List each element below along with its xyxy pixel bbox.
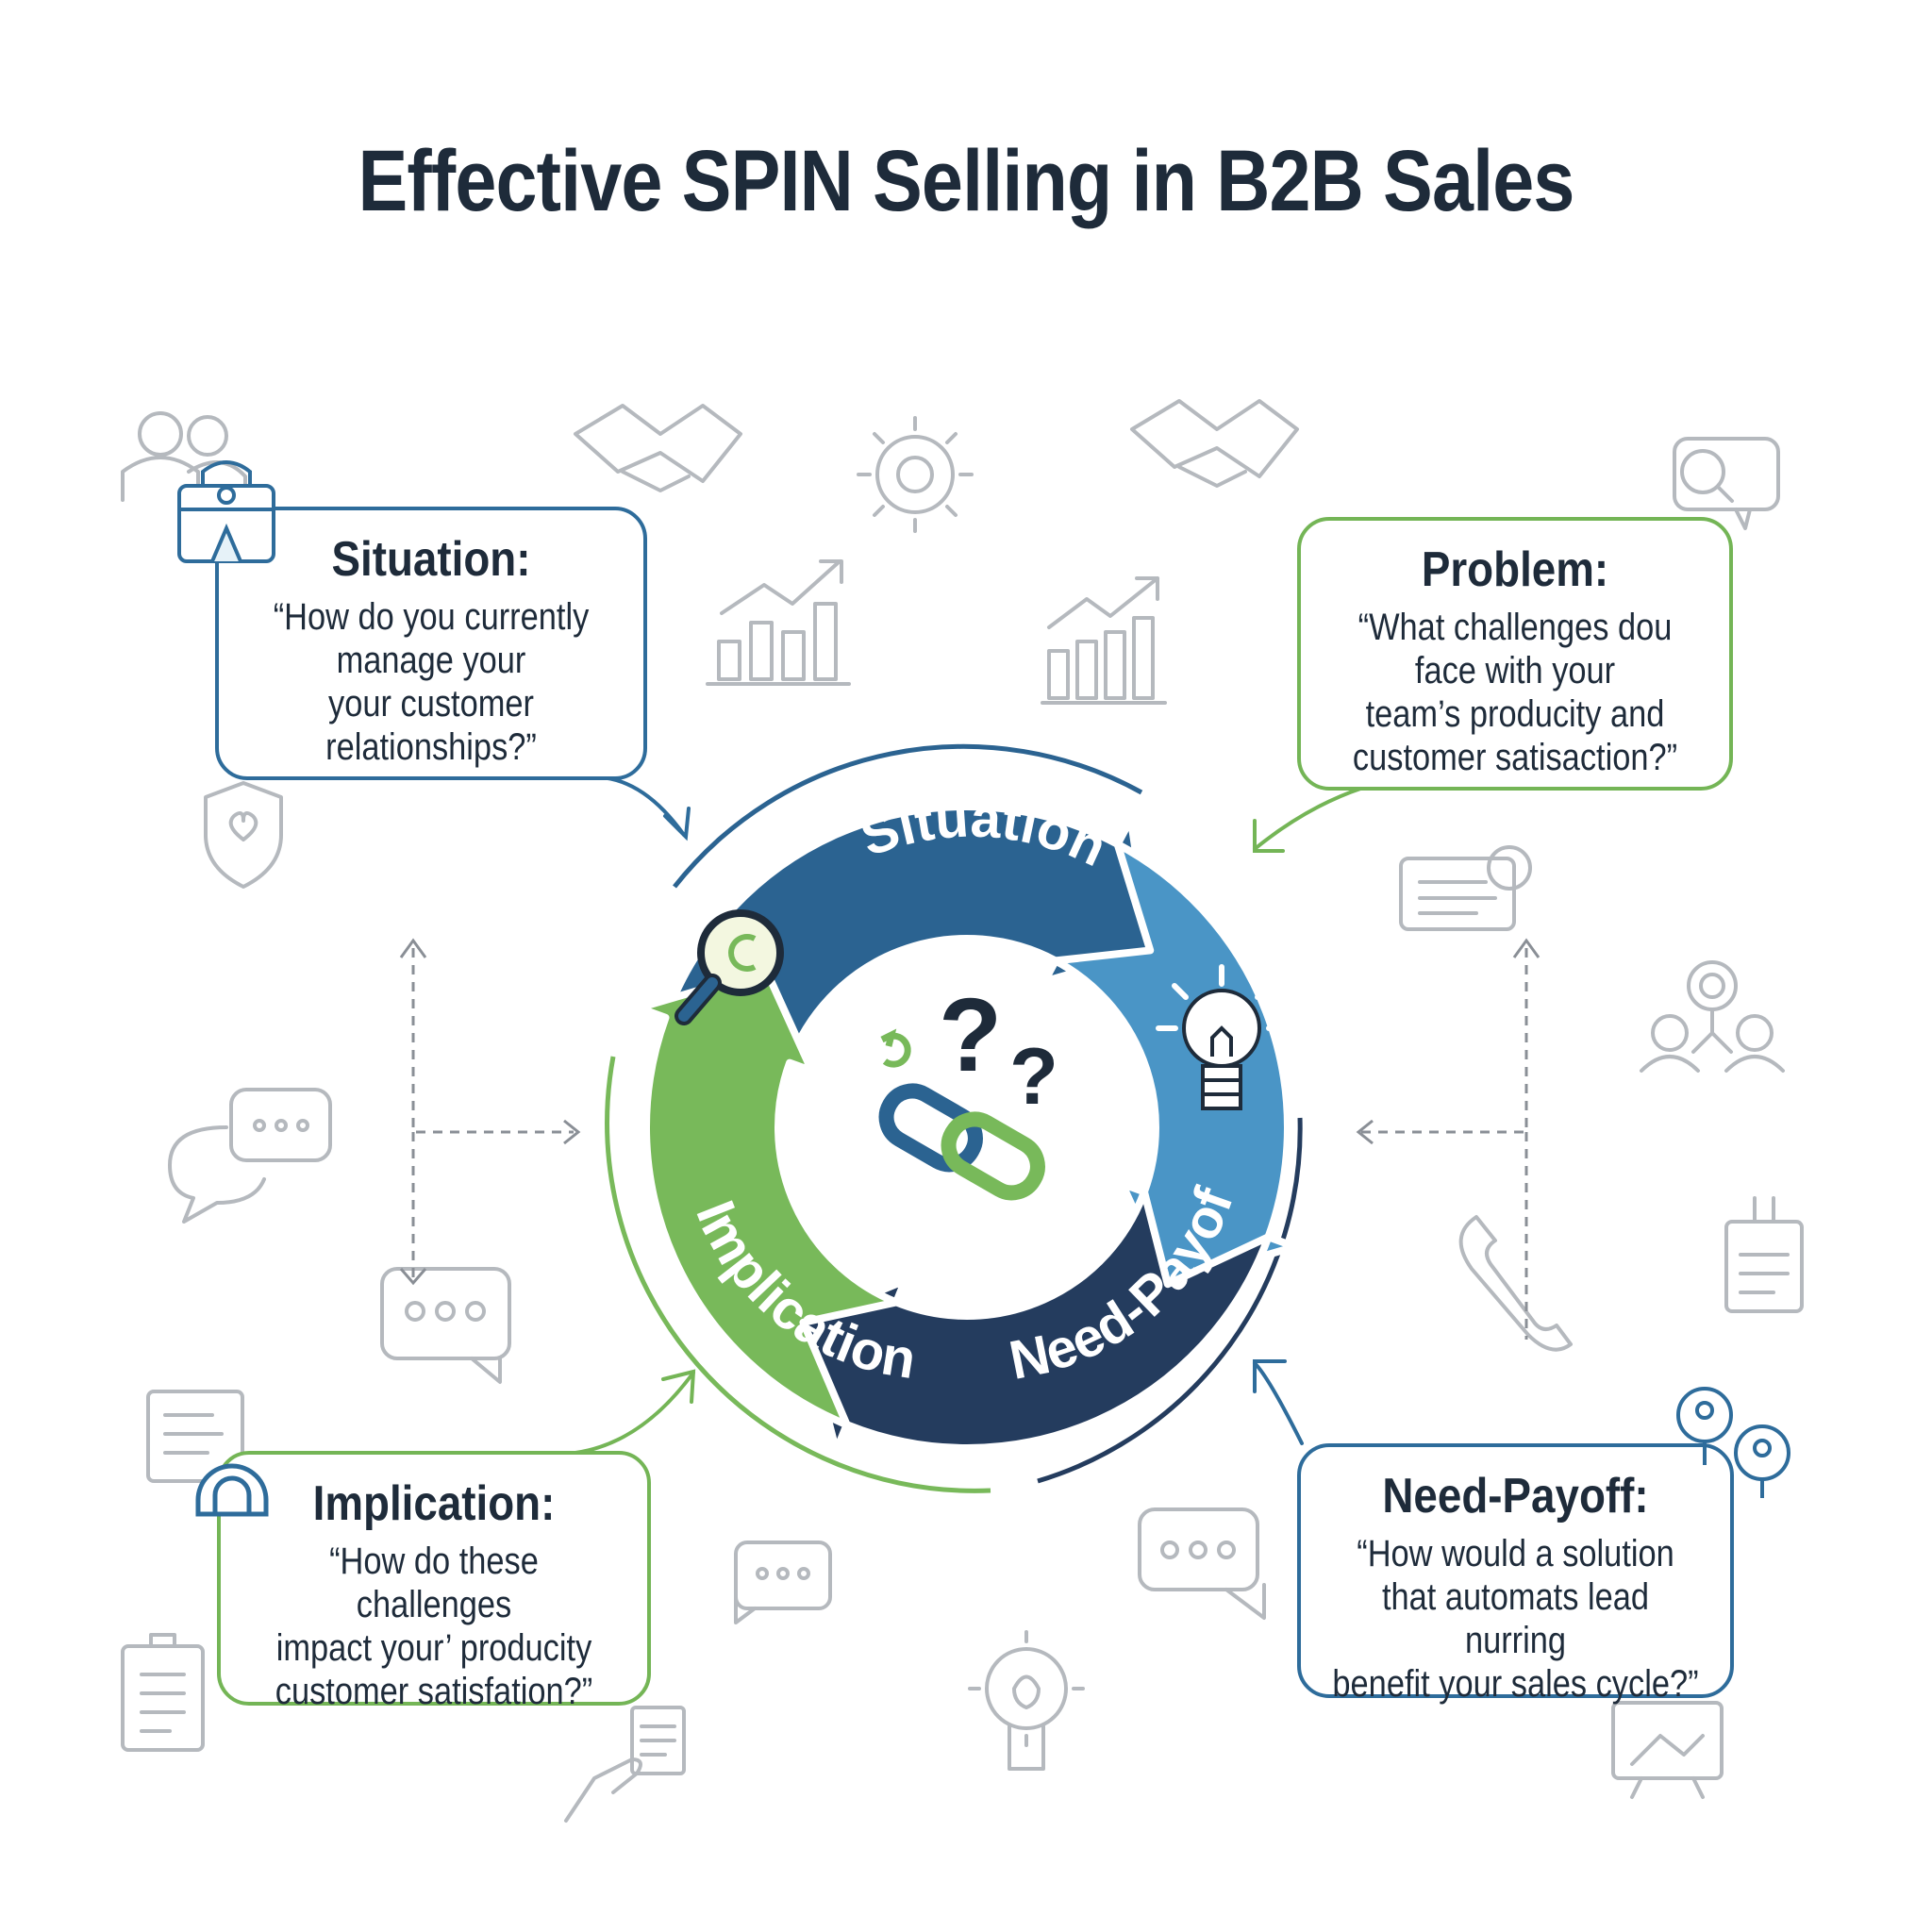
handshake-icon: [1130, 399, 1299, 488]
clipboard-icon: [1724, 1196, 1804, 1313]
arrow-right-icon: [563, 1119, 581, 1145]
phone-icon: [1458, 1215, 1573, 1352]
clipboard-list-icon: [121, 1633, 205, 1752]
svg-text:?: ?: [1009, 1032, 1058, 1122]
hand-document-icon: [564, 1706, 686, 1823]
chat-search-icon: [1673, 437, 1780, 530]
presentation-icon: [1611, 1701, 1724, 1799]
card-connector-arrow: [1253, 786, 1365, 851]
team-icon: [121, 411, 247, 502]
connector-line: [411, 948, 574, 1134]
implication-card: Implication: “How do these challenges im…: [217, 1451, 651, 1712]
chat-bubble-icon: [1138, 1507, 1266, 1620]
connector-line: [1361, 948, 1528, 1134]
team-gear-icon: [1640, 960, 1785, 1073]
idea-gear-icon: [968, 1630, 1085, 1771]
problem-card-heading: Problem:: [1421, 542, 1609, 597]
arrow-up-icon: [399, 938, 427, 958]
card-connector-arrow: [1253, 1361, 1304, 1445]
lightbulb-icon: [1156, 964, 1289, 1110]
refresh-icon: [880, 1028, 911, 1068]
arrow-up-icon: [1512, 938, 1541, 958]
situation-card-heading: Situation:: [331, 532, 531, 587]
need-payoff-card: Need-Payoff: “How would a solution that …: [1297, 1443, 1734, 1705]
document-icon: [146, 1390, 244, 1483]
growth-chart-icon: [1041, 576, 1167, 705]
need-payoff-card-heading: Need-Payoff:: [1382, 1469, 1649, 1524]
arrow-down-icon: [399, 1268, 427, 1286]
problem-card-question: “What challenges dou face with your team…: [1352, 607, 1678, 778]
problem-card: Problem: “What challenges dou face with …: [1297, 517, 1733, 791]
growth-chart-icon: [706, 559, 851, 686]
message-document-icon: [1399, 845, 1532, 931]
card-connector-arrow: [574, 1371, 695, 1455]
gear-icon: [857, 416, 974, 533]
question-marks-icon: ? ?: [939, 977, 1058, 1122]
svg-text:?: ?: [939, 977, 1002, 1093]
chain-link-icon: [878, 1083, 1045, 1201]
magnifier-icon: [675, 909, 784, 1025]
segment-implication: [635, 966, 901, 1429]
implication-card-heading: Implication:: [312, 1476, 556, 1531]
chat-bubble-icon: [168, 1088, 332, 1224]
chat-bubble-icon: [380, 1267, 511, 1384]
shield-heart-icon: [204, 781, 283, 889]
need-payoff-card-question: “How would a solution that automats lead…: [1332, 1533, 1699, 1705]
situation-card: Situation: “How do you currently manage …: [215, 507, 647, 780]
situation-card-question: “How do you currently manage your your c…: [273, 596, 590, 768]
chat-bubble-icon: [734, 1541, 832, 1624]
implication-card-question: “How do these challenges impact your’ pr…: [275, 1541, 593, 1712]
handshake-icon: [574, 404, 742, 492]
arrow-left-icon: [1356, 1119, 1374, 1145]
page-title: Effective SPIN Selling in B2B Sales: [358, 133, 1574, 229]
